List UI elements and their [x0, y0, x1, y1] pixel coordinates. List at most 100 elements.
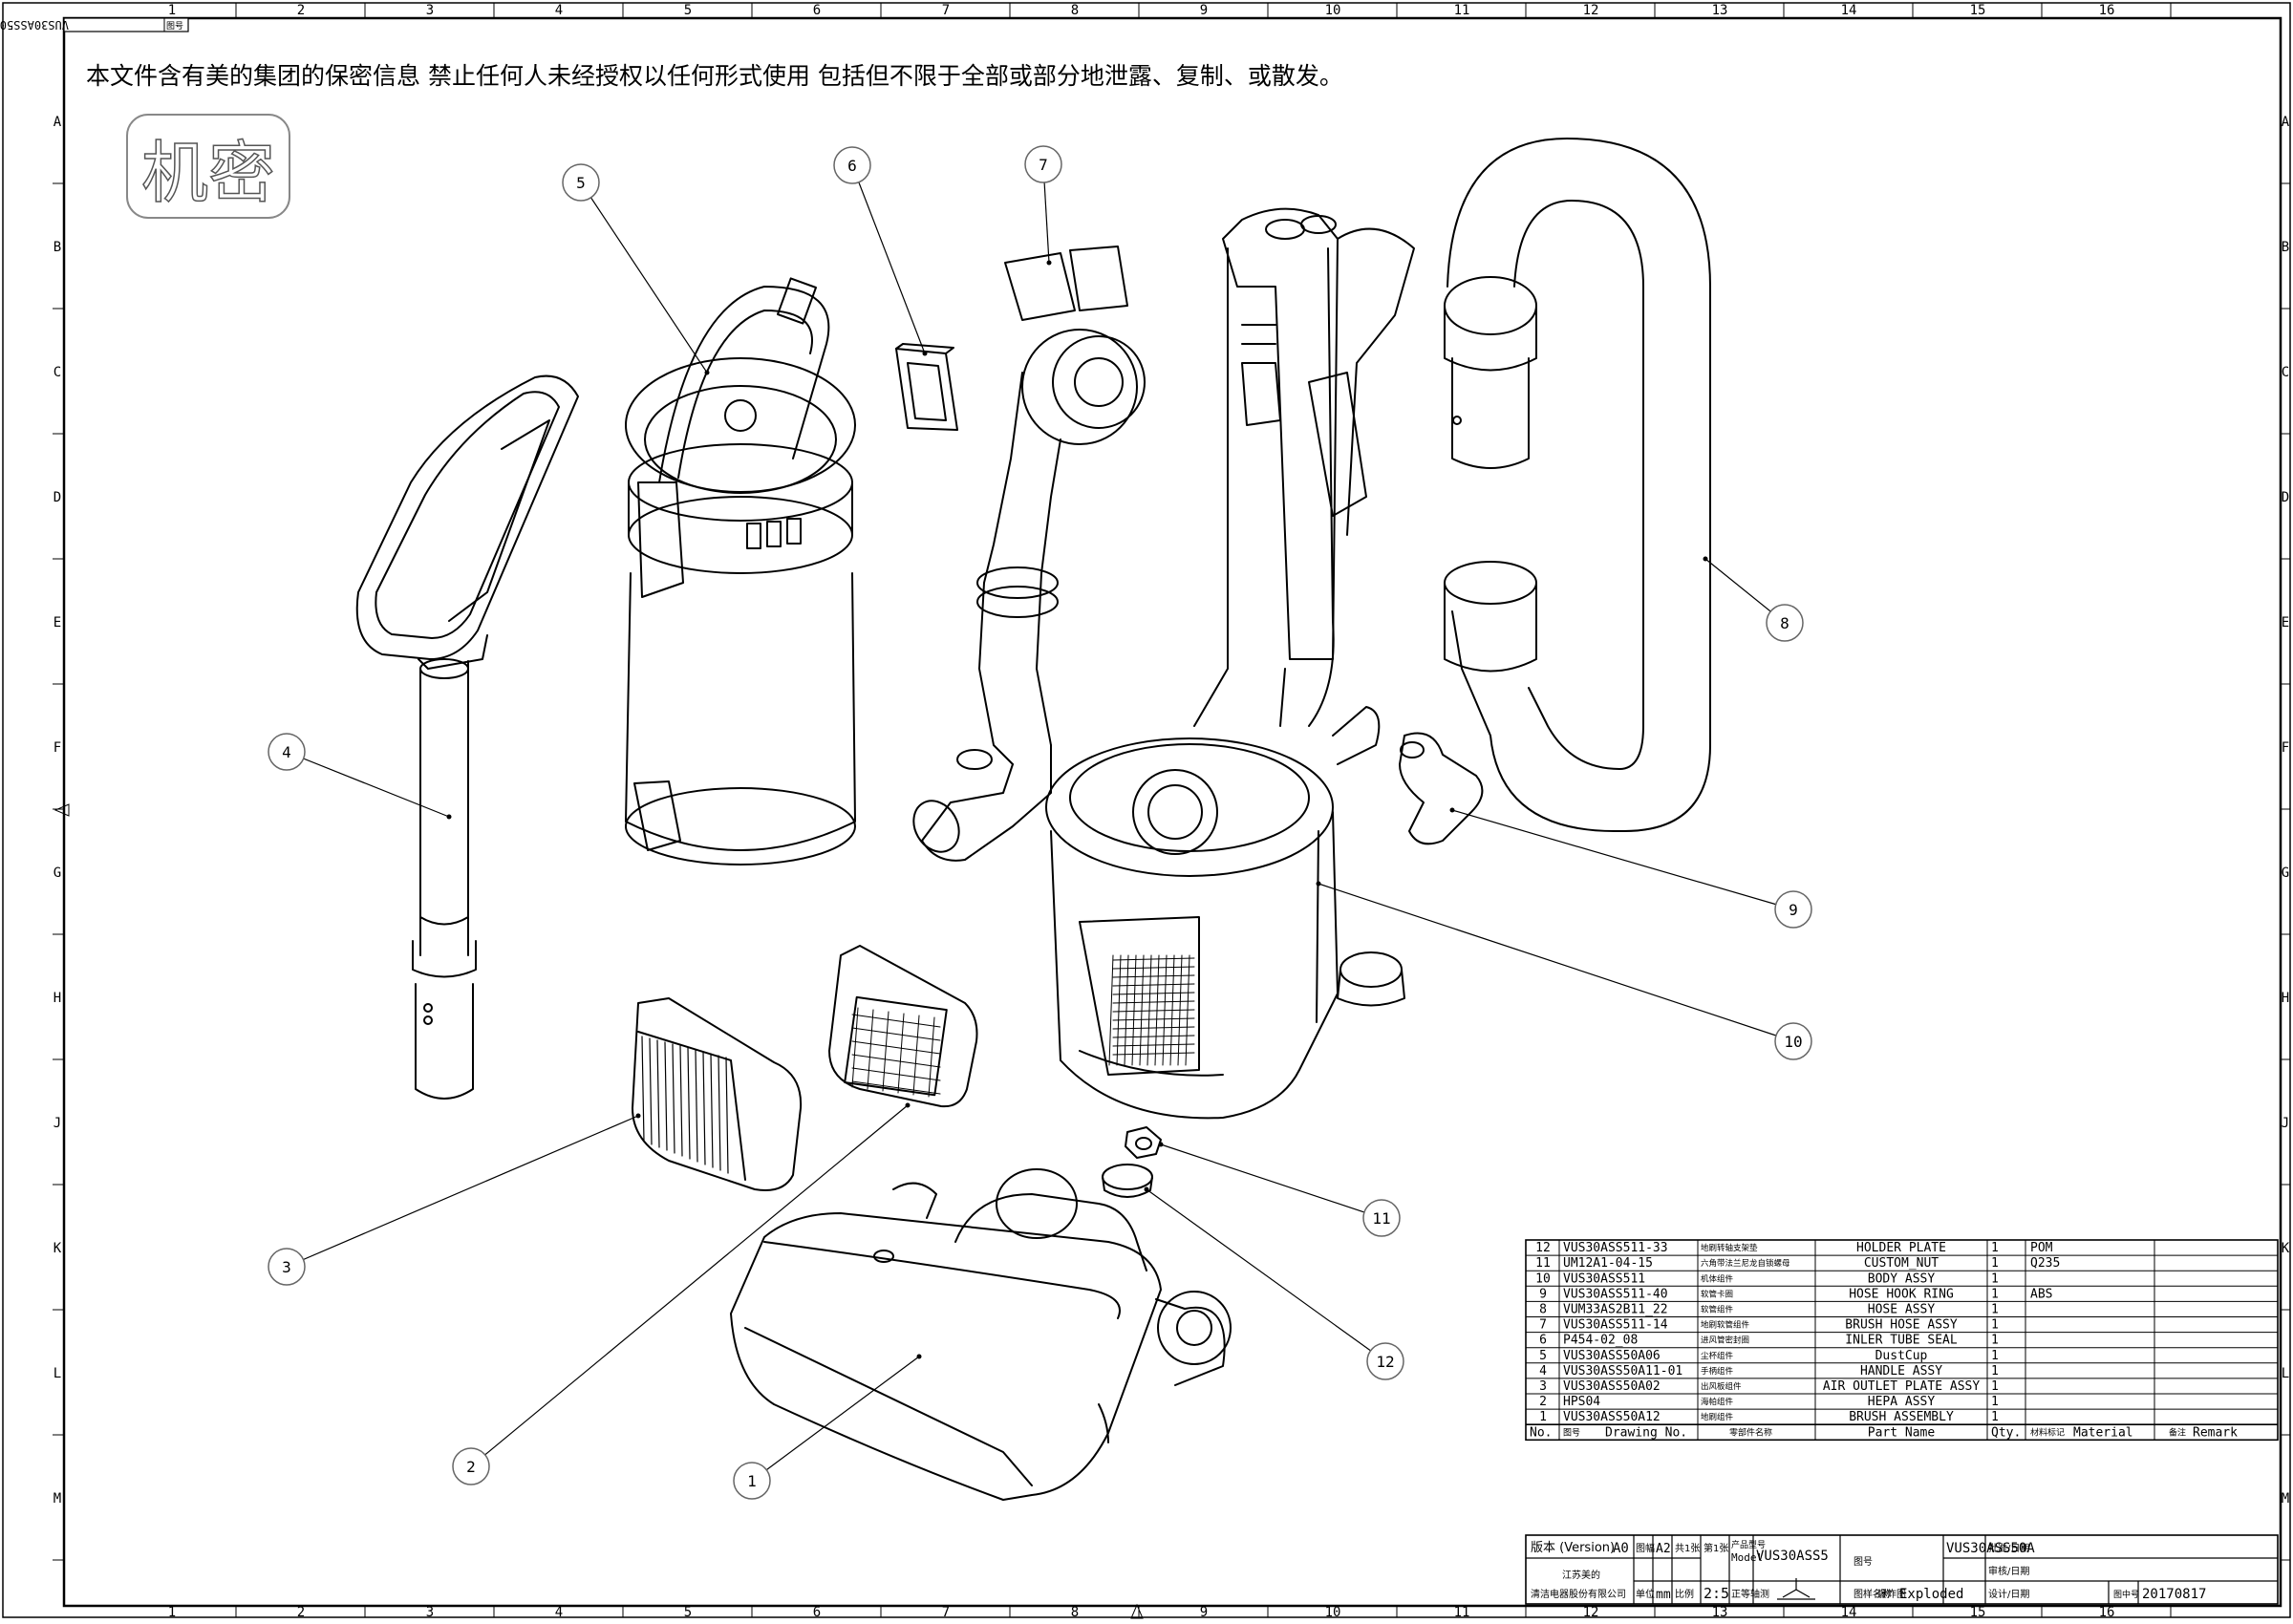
- column-marker-top: 4: [555, 3, 563, 18]
- row-marker-right: K: [2282, 1241, 2290, 1256]
- unit-value: mm: [1656, 1588, 1671, 1602]
- model-label-cn: 产品型号: [1731, 1539, 1766, 1550]
- leader-lines: [286, 163, 1794, 1482]
- row-marker-right: M: [2282, 1491, 2289, 1506]
- total-sheets-label: 共1张: [1675, 1543, 1700, 1554]
- leader-line: [580, 182, 708, 374]
- leader-line: [1451, 809, 1794, 910]
- bom-qty: 1: [1991, 1256, 1999, 1271]
- grille-line: [1112, 1035, 1195, 1038]
- grille-line: [1112, 983, 1195, 987]
- leader-dot: [1703, 556, 1708, 562]
- column-marker-top: 9: [1200, 3, 1208, 18]
- leader-line: [286, 1115, 639, 1268]
- bom-no: 12: [1535, 1241, 1551, 1255]
- column-marker-bottom: 4: [555, 1605, 563, 1620]
- grille-line: [1139, 954, 1145, 1066]
- callout-number: 11: [1372, 1209, 1390, 1228]
- part-hose-assy: [1444, 138, 1711, 832]
- bom-drawing-no: VUS30ASS50A02: [1563, 1379, 1661, 1394]
- row-marker-right: E: [2282, 615, 2289, 630]
- grille-line: [1112, 957, 1195, 961]
- bom-qty: 1: [1991, 1410, 1999, 1424]
- bom-header-remark-cn: 备注: [2169, 1426, 2186, 1438]
- outlet-fin: [710, 1053, 714, 1168]
- bom-part-name: BRUSH HOSE ASSY: [1845, 1318, 1958, 1333]
- bom-drawing-no: VUS30ASS50A11-01: [1563, 1364, 1682, 1378]
- callout-balloon: [1766, 604, 1804, 642]
- column-marker-top: 10: [1325, 3, 1341, 18]
- bom-drawing-no: VUS30ASS511: [1563, 1271, 1645, 1286]
- bom-qty: 1: [1991, 1379, 1999, 1394]
- callout-number: 2: [466, 1458, 476, 1476]
- bom-name-cn: 地刷转轴支架垫: [1701, 1243, 1758, 1253]
- callout-number: 1: [747, 1472, 757, 1490]
- column-marker-bottom: 8: [1071, 1605, 1079, 1620]
- bom-drawing-no: VUS30ASS50A06: [1563, 1349, 1661, 1363]
- company-line-1: 江苏美的: [1562, 1569, 1600, 1581]
- bom-name-cn: 软管组件: [1701, 1305, 1734, 1315]
- bom-header-drawing-cn: 图号: [1563, 1427, 1580, 1438]
- column-marker-bottom: 9: [1200, 1605, 1208, 1620]
- column-marker-bottom: 3: [426, 1605, 434, 1620]
- bom-border: [1525, 1239, 2279, 1442]
- column-marker-top: 12: [1583, 3, 1599, 18]
- bom-qty: 1: [1991, 1334, 1999, 1348]
- callout-number: 6: [847, 157, 857, 175]
- hepa-grid-line: [867, 1009, 874, 1090]
- bom-header-no: No.: [1530, 1425, 1552, 1440]
- bom-qty: 1: [1991, 1241, 1999, 1255]
- bom-drawing-no: HPS04: [1563, 1395, 1600, 1409]
- grille-line: [1146, 954, 1152, 1066]
- company-line-2: 清洁电器股份有限公司: [1531, 1588, 1626, 1600]
- callout-number: 4: [282, 743, 291, 761]
- drawing-id-tab-text: VUS30ASS50A: [0, 18, 69, 32]
- outlet-fin: [687, 1047, 691, 1160]
- date-label: 图中号: [2113, 1589, 2139, 1600]
- bom-no: 3: [1539, 1379, 1547, 1394]
- hepa-grid-line: [928, 1016, 935, 1098]
- part-inlet-tube-seal: [895, 343, 958, 431]
- grille-line: [1108, 954, 1114, 1066]
- leader-line: [751, 1356, 920, 1482]
- bom-drawing-no: VUS30ASS50A12: [1563, 1410, 1661, 1424]
- grille-line: [1112, 974, 1195, 978]
- title-block: 版本 (Version) A0 图幅 A2 共1张 第1张 产品型号 Model…: [1525, 1534, 2279, 1605]
- callout-number: 9: [1789, 901, 1798, 919]
- hepa-grid-line: [851, 1067, 941, 1081]
- part-handle-assy: [355, 374, 579, 1100]
- callout-number: 10: [1784, 1033, 1802, 1051]
- row-marker-left: G: [54, 865, 61, 881]
- outlet-fin: [695, 1049, 698, 1163]
- column-marker-top: 7: [942, 3, 950, 18]
- grille-line: [1131, 954, 1137, 1066]
- leader-dot: [905, 1102, 911, 1108]
- bom-name-cn: 软管卡圈: [1701, 1289, 1733, 1299]
- bom-no: 2: [1539, 1395, 1547, 1409]
- inner-border: [62, 16, 2282, 1608]
- bom-part-name: HOLDER PLATE: [1856, 1241, 1946, 1255]
- bom-no: 9: [1539, 1287, 1547, 1301]
- row-marker-right: B: [2282, 240, 2289, 255]
- column-marker-bottom: 12: [1583, 1605, 1599, 1620]
- bom-qty: 1: [1991, 1395, 1999, 1409]
- row-marker-left: K: [54, 1241, 62, 1256]
- bom-no: 4: [1539, 1364, 1547, 1378]
- hepa-grid: [851, 1007, 941, 1098]
- bom-part-name: HOSE ASSY: [1868, 1303, 1936, 1317]
- bom-name-cn: 进风管密封圈: [1701, 1336, 1749, 1346]
- bom-qty: 1: [1991, 1271, 1999, 1286]
- bom-material: Q235: [2030, 1256, 2060, 1271]
- paper-value: A2: [1656, 1542, 1671, 1556]
- column-marker-bottom: 10: [1325, 1605, 1341, 1620]
- callout-balloon: [1366, 1342, 1404, 1380]
- column-marker-top: 16: [2099, 3, 2115, 18]
- outlet-fin: [656, 1039, 660, 1148]
- confidential-stamp: 机密: [126, 114, 290, 219]
- callout-balloon: [1024, 145, 1062, 183]
- bom-qty: 1: [1991, 1349, 1999, 1363]
- hepa-grid-line: [912, 1015, 920, 1096]
